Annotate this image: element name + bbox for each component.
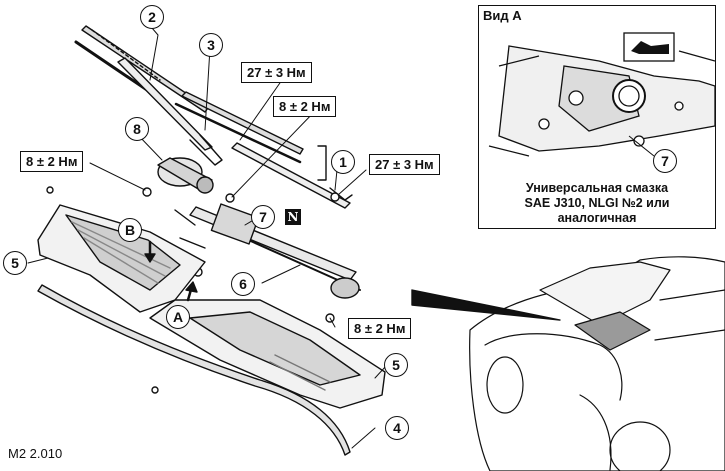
- wiper-linkage: [174, 203, 361, 299]
- bolts: [46, 186, 346, 394]
- torque-label-motor: 8 ± 2 Нм: [20, 151, 84, 172]
- callout-7: 7: [251, 205, 275, 229]
- leader-lines: [27, 27, 387, 449]
- arrow-B-head: [144, 253, 156, 263]
- lubricant-note-line1: Универсальная смазка: [525, 181, 669, 195]
- wiper-blade-lower: [174, 91, 304, 164]
- callout-4: 4: [385, 416, 409, 440]
- figure-reference: M2 2.010: [8, 446, 63, 461]
- inset-drawing: [488, 32, 715, 157]
- torque-label-linkage-top: 8 ± 2 Нм: [273, 96, 337, 117]
- lubricant-note-line3: аналогичная: [557, 211, 637, 225]
- callout-3: 3: [199, 33, 223, 57]
- torque-label-arm-top: 27 ± 3 Нм: [241, 62, 312, 83]
- arrow-A-head: [185, 281, 198, 293]
- callout-1: 1: [331, 150, 355, 174]
- grease-gun-icon: [623, 32, 675, 62]
- callout-5-left: 5: [3, 251, 27, 275]
- lubricant-note-line2: SAE J310, NLGI №2 или: [524, 196, 670, 210]
- callout-A: A: [166, 305, 190, 329]
- callout-5-right: 5: [384, 353, 408, 377]
- wiper-arm-upper: [117, 57, 223, 166]
- seal-strip: [37, 284, 351, 456]
- wiper-arm-lower: [231, 142, 353, 209]
- callout-2: 2: [140, 5, 164, 29]
- torque-label-arm-right: 27 ± 3 Нм: [369, 154, 440, 175]
- callout-6: 6: [231, 272, 255, 296]
- bracket-line: [317, 145, 327, 181]
- callout-8: 8: [125, 117, 149, 141]
- car-silhouette: [469, 256, 725, 471]
- inset-title: Вид A: [483, 8, 522, 23]
- torque-label-linkage-bottom: 8 ± 2 Нм: [348, 318, 412, 339]
- wiper-motor: [157, 157, 214, 194]
- inset-view-a: Вид A 7 Универсальная смазка SAE J310, N…: [478, 5, 716, 229]
- cowl-panel-right: [149, 299, 386, 409]
- view-pointer: [411, 289, 561, 321]
- wiper-blade-upper: [74, 25, 209, 113]
- callout-B: B: [118, 218, 142, 242]
- callout-7-inset: 7: [653, 149, 677, 173]
- lubricant-note: Универсальная смазка SAE J310, NLGI №2 и…: [479, 181, 715, 226]
- n-badge: N: [285, 209, 301, 225]
